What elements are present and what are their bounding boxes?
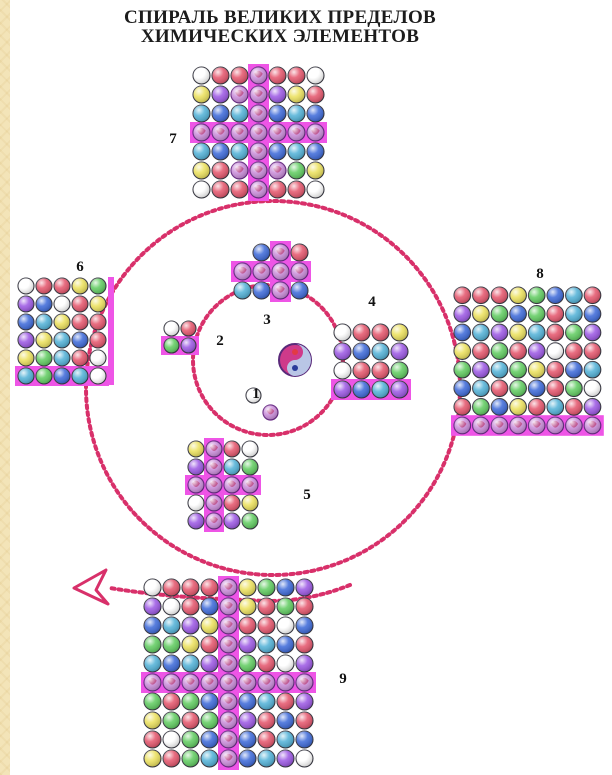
period-label-6: 6: [76, 259, 84, 275]
block-period-6: [15, 277, 114, 386]
element-blocks: [15, 64, 604, 770]
period-label-3: 3: [263, 312, 271, 328]
period-label-9: 9: [339, 671, 347, 687]
block-period-9: [141, 576, 316, 770]
block-period-1: [246, 388, 278, 420]
period-label-4: 4: [368, 294, 376, 310]
yin-yang-icon: [279, 344, 311, 376]
spiral-arrowhead: [74, 570, 108, 604]
period-label-7: 7: [169, 131, 177, 147]
period-label-5: 5: [303, 487, 311, 503]
period-label-2: 2: [216, 333, 224, 349]
block-period-8: [451, 287, 604, 436]
highlight-edge: [108, 277, 114, 385]
period-label-8: 8: [536, 266, 544, 282]
block-period-5: [185, 438, 261, 532]
period-label-1: 1: [252, 386, 260, 402]
block-period-3: [231, 241, 311, 302]
block-period-4: [331, 324, 411, 400]
block-period-2: [161, 321, 199, 355]
block-period-7: [190, 64, 327, 201]
